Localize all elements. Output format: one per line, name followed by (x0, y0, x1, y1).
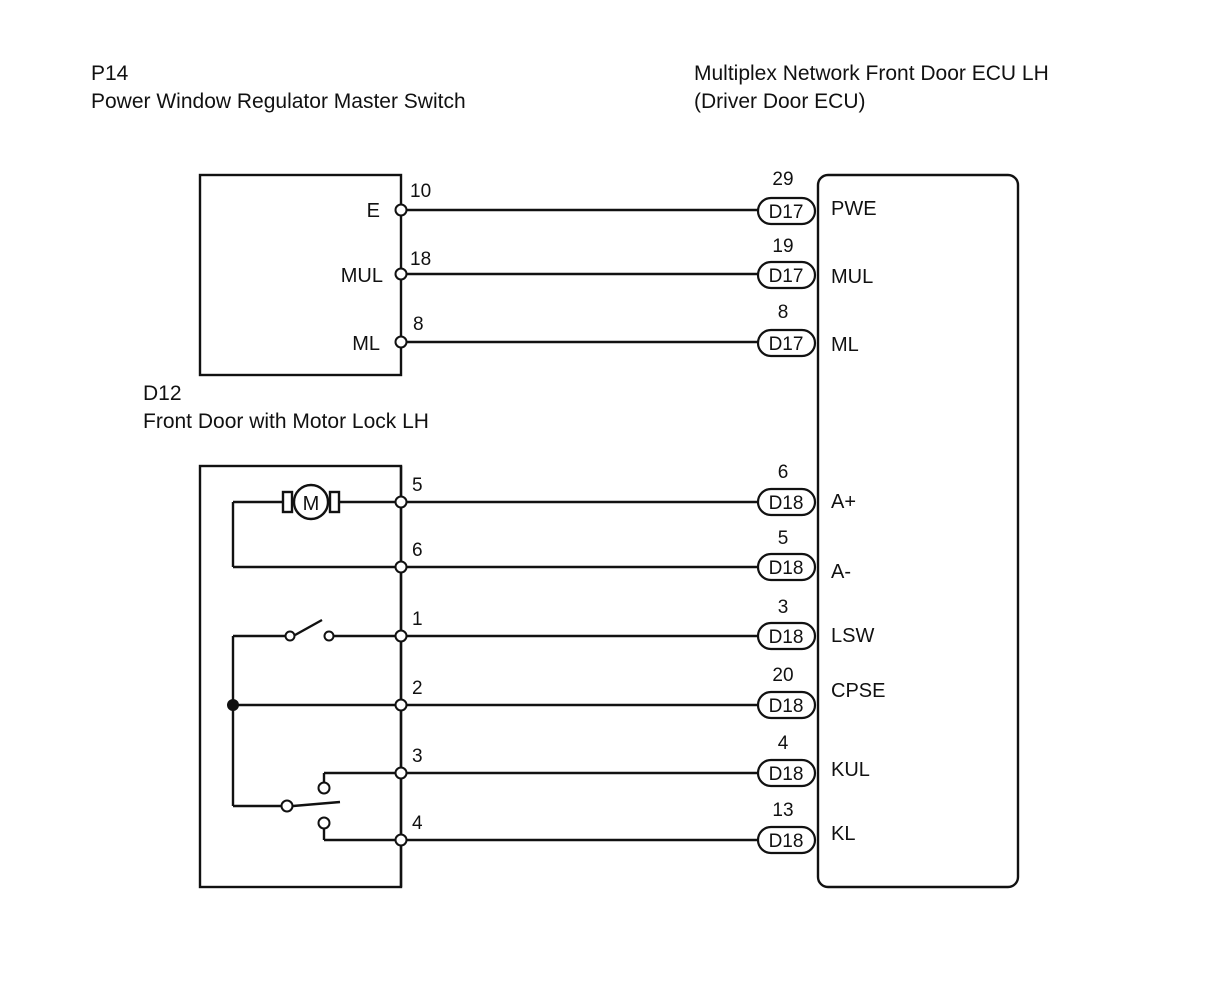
ecu-pin-number: 8 (778, 302, 789, 323)
terminal-circles (394, 203, 408, 847)
switch-pin-number: 18 (410, 249, 431, 270)
connector-code: D17 (769, 334, 804, 355)
door-internal-wiring (231, 466, 403, 887)
switch-title: Power Window Regulator Master Switch (91, 90, 466, 113)
switch-pin-name: MUL (341, 265, 383, 287)
switch-pin-number: 8 (413, 314, 424, 335)
door-pin-number: 6 (412, 540, 423, 561)
ecu-box (816, 173, 1020, 889)
switch-pin-number: 10 (410, 181, 431, 202)
connector-code: D18 (769, 627, 804, 648)
ecu-pin-number: 13 (772, 800, 793, 821)
switch-code: P14 (91, 62, 129, 85)
motor-letter: M (303, 493, 320, 515)
door-pin-number: 3 (412, 746, 423, 767)
connector-code: D18 (769, 696, 804, 717)
connector-code: D18 (769, 764, 804, 785)
ecu-terminal-label: MUL (831, 266, 873, 288)
ecu-terminal-label: PWE (831, 198, 877, 220)
ecu-terminal-label: ML (831, 334, 859, 356)
ecu-terminal-label: A+ (831, 491, 856, 513)
ecu-pin-number: 29 (772, 169, 793, 190)
ecu-terminal-label: KUL (831, 759, 870, 781)
ecu-pin-number: 4 (778, 733, 789, 754)
ecu-terminal-label: A- (831, 561, 851, 583)
connector-code: D18 (769, 831, 804, 852)
door-code: D12 (143, 382, 182, 405)
connector-code: D18 (769, 493, 804, 514)
door-pin-number: 4 (412, 813, 423, 834)
ecu-terminal-label: LSW (831, 625, 874, 647)
motor-symbol (281, 483, 341, 521)
ecu-pin-number: 20 (772, 665, 793, 686)
door-title: Front Door with Motor Lock LH (143, 410, 429, 433)
wires (406, 208, 758, 842)
ecu-pin-number: 3 (778, 597, 789, 618)
switch-contacts (280, 630, 335, 830)
switch-pin-name: ML (352, 333, 380, 355)
door-pin-number: 2 (412, 678, 423, 699)
switch-pin-name: E (367, 200, 380, 222)
ecu-title: Multiplex Network Front Door ECU LH (694, 62, 1049, 85)
connector-code: D17 (769, 266, 804, 287)
ecu-subtitle: (Driver Door ECU) (694, 90, 866, 113)
ecu-terminal-label: KL (831, 823, 855, 845)
door-pin-number: 1 (412, 609, 423, 630)
door-lock-box (198, 464, 403, 889)
connector-code: D18 (769, 558, 804, 579)
ecu-pin-number: 19 (772, 236, 793, 257)
connector-pills (756, 196, 817, 855)
door-pin-number: 5 (412, 475, 423, 496)
ecu-terminal-label: CPSE (831, 680, 885, 702)
connector-code: D17 (769, 202, 804, 223)
ecu-pin-number: 6 (778, 462, 789, 483)
splice-junction (227, 699, 239, 711)
ecu-pin-number: 5 (778, 528, 789, 549)
